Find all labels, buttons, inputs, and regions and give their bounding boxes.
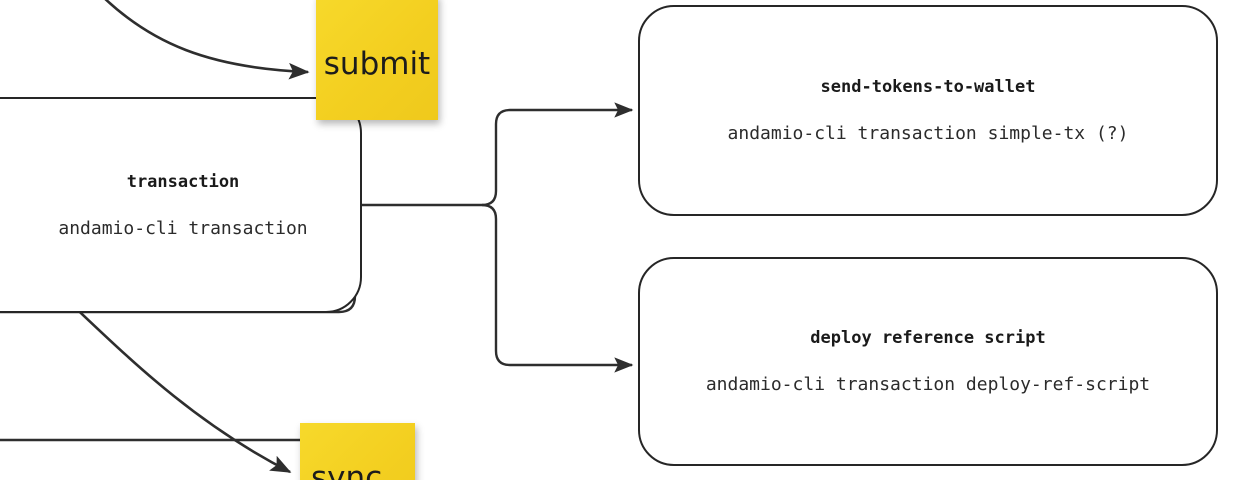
edge-to-submit xyxy=(104,0,310,80)
edge-to-deploy-ref xyxy=(481,203,634,373)
sticky-note-submit-label: submit xyxy=(323,45,431,82)
edge-to-send-tokens xyxy=(481,102,634,207)
node-transaction-command: andamio-cli transaction xyxy=(58,217,308,239)
node-send-tokens-title: send-tokens-to-wallet xyxy=(820,77,1036,97)
node-transaction-title: transaction xyxy=(126,171,240,192)
node-transaction[interactable]: transaction andamio-cli transaction xyxy=(0,97,362,313)
sticky-note-sync-label: sync xyxy=(311,460,383,480)
node-deploy-ref-title: deploy reference script xyxy=(810,328,1046,348)
sticky-note-sync[interactable]: sync xyxy=(300,423,415,480)
node-send-tokens-to-wallet[interactable]: send-tokens-to-wallet andamio-cli transa… xyxy=(638,5,1218,216)
node-send-tokens-command: andamio-cli transaction simple-tx (?) xyxy=(727,123,1129,144)
node-deploy-reference-script[interactable]: deploy reference script andamio-cli tran… xyxy=(638,257,1218,466)
sticky-note-submit[interactable]: submit xyxy=(316,0,438,120)
node-deploy-ref-command: andamio-cli transaction deploy-ref-scrip… xyxy=(705,374,1151,395)
